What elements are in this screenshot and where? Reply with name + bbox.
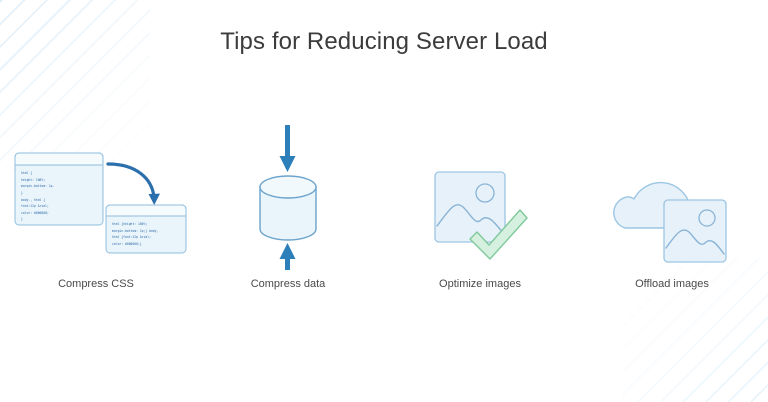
tip-label-offload-images: Offload images: [635, 278, 709, 290]
code-line: }: [21, 217, 23, 221]
code-window-after: html {height: 100%; margin-bottom: 1p;} …: [105, 204, 186, 254]
sun-circle-icon: [698, 209, 716, 227]
optimize-images-art: [423, 125, 538, 270]
database-cylinder-compress-icon: [259, 125, 317, 270]
tip-label-compress-css: Compress CSS: [58, 278, 134, 290]
code-line: font:12p Arial;: [21, 204, 49, 208]
code-window-titlebar: [14, 152, 103, 166]
code-line: margin-bottom: 1p-: [21, 184, 55, 188]
tip-label-optimize-images: Optimize images: [439, 278, 521, 290]
cylinder-shape: [259, 175, 317, 241]
code-line: color: #000000;: [21, 211, 49, 215]
offload-images-art: [602, 125, 742, 270]
code-line: margin-bottom: 1p;} body,: [112, 229, 159, 233]
code-line: html {height: 100%;: [112, 222, 147, 226]
tip-item-compress-css[interactable]: html { height: 100%; margin-bottom: 1p- …: [0, 115, 192, 290]
tip-item-offload-images[interactable]: Offload images: [576, 115, 768, 290]
tip-label-compress-data: Compress data: [250, 278, 326, 290]
page-title: Tips for Reducing Server Load: [220, 28, 548, 55]
code-line: body., html {: [21, 198, 45, 202]
compress-css-art: html { height: 100%; margin-bottom: 1p- …: [4, 125, 189, 270]
mountain-path: [665, 229, 725, 255]
image-check-icon: [433, 171, 528, 260]
tips-row: html { height: 100%; margin-bottom: 1p- …: [0, 115, 768, 290]
sun-circle-icon: [474, 183, 495, 203]
curved-arrow-icon: [105, 162, 160, 205]
code-line: height: 100%;: [21, 178, 45, 182]
code-line: color: #000000;}: [112, 242, 142, 246]
check-mark-icon: [468, 209, 528, 260]
code-line: }: [21, 191, 23, 195]
arrow-down-icon: [279, 125, 296, 172]
mountain-path: [435, 204, 504, 234]
code-window-before: html { height: 100%; margin-bottom: 1p- …: [14, 152, 103, 226]
compress-data-art: [233, 125, 343, 270]
tip-item-optimize-images[interactable]: Optimize images: [384, 115, 576, 290]
code-line: html {font:12p Arial;: [112, 235, 151, 239]
code-window-titlebar: [105, 204, 186, 217]
image-placeholder-icon: [433, 171, 506, 243]
cloud-image-icon: [613, 181, 727, 263]
arrow-up-icon: [279, 243, 296, 270]
code-line: html {: [21, 171, 32, 175]
image-placeholder-icon: [663, 199, 727, 263]
tip-item-compress-data[interactable]: Compress data: [192, 115, 384, 290]
code-windows-arrow-icon: html { height: 100%; margin-bottom: 1p- …: [14, 152, 186, 254]
